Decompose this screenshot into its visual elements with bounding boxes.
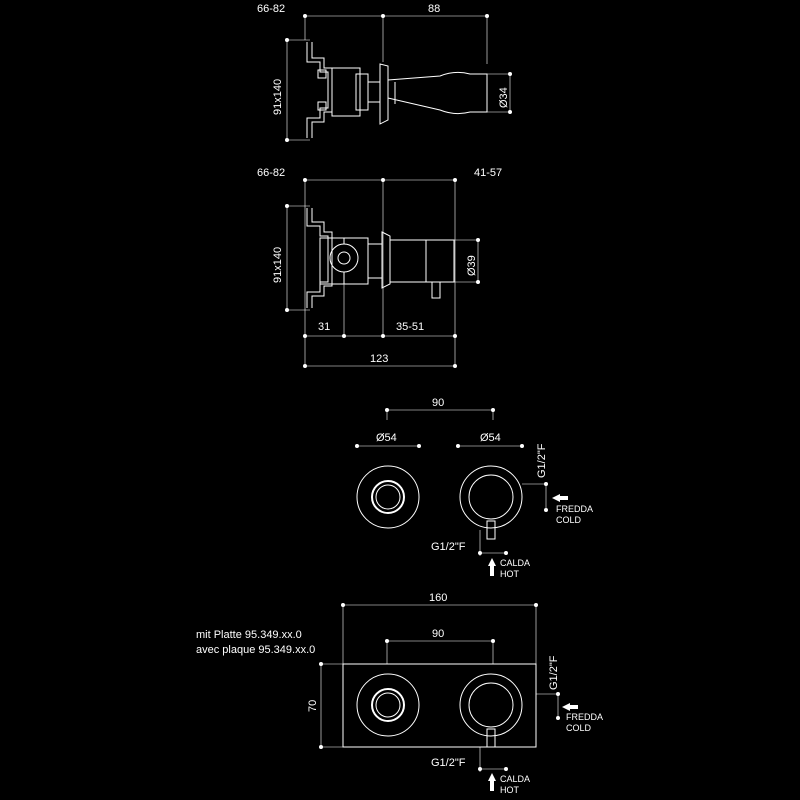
dim-spacing-label-4: 90 [432, 628, 444, 640]
dim-box-height-2 [285, 204, 310, 312]
left-rosette-4 [356, 673, 420, 737]
wall-plate-2 [381, 231, 391, 289]
dim-line-top-2 [303, 178, 457, 366]
arrow-left-icon [562, 703, 578, 711]
dim-box-label-2: 91x140 [272, 247, 284, 283]
dim-diameter-label-2: Ø39 [466, 255, 478, 276]
arrow-left-icon [552, 494, 568, 502]
cold-en-label-4: COLD [566, 723, 592, 733]
dim-spacing-label-3: 90 [432, 397, 444, 409]
hot-it-label-4: CALDA [500, 774, 530, 784]
dim-handle-label: 41-57 [474, 167, 502, 179]
dim-depth-label: 66-82 [257, 3, 285, 15]
thread-bottom-label-3: G1/2"F [431, 541, 466, 553]
arrow-up-icon [488, 773, 496, 791]
valve-port [329, 243, 359, 273]
side-view-spout: 66-82 88 91x140 [257, 3, 512, 142]
right-lever [486, 520, 496, 540]
valve-port-inner [337, 251, 351, 265]
wall-bracket-2 [306, 208, 329, 308]
left-knob-inner [375, 484, 401, 510]
bracket-screw-bottom [317, 101, 327, 111]
dim-depth-label-2: 66-82 [257, 167, 285, 179]
dim-length-label: 88 [428, 3, 440, 15]
wall-bracket-inner-2 [311, 208, 333, 308]
valve-stem [367, 81, 381, 103]
hot-en-label-4: HOT [500, 785, 520, 795]
dim-spacing-4 [385, 639, 495, 664]
dim-diameter-label: Ø34 [498, 87, 510, 108]
bracket-screw-top [317, 69, 327, 79]
right-rosette [459, 465, 523, 529]
dim-line-bottom-2 [303, 284, 457, 368]
wall-bracket [306, 42, 329, 138]
left-rosette [356, 465, 420, 529]
thread-side-label-4: G1/2"F [548, 655, 560, 690]
handle-lever [431, 281, 441, 299]
front-view-plate: mit Platte 95.349.xx.0 avec plaque 95.34… [196, 592, 603, 795]
valve-body [331, 67, 361, 117]
handle-sleeve [389, 239, 427, 283]
arrow-up-icon [488, 558, 496, 576]
dim-b-label: 35-51 [396, 321, 424, 333]
dim-left-diameter [355, 444, 421, 448]
hot-en-label-3: HOT [500, 569, 520, 579]
dim-thread-bottom-3 [478, 530, 508, 556]
right-knob [468, 474, 514, 520]
cold-it-label-4: FREDDA [566, 712, 603, 722]
dim-box-label: 91x140 [272, 79, 284, 115]
dim-thread-side-4 [536, 692, 560, 720]
handle-cap [425, 239, 455, 283]
dim-total-label: 123 [370, 353, 388, 365]
dim-width-4 [341, 603, 538, 664]
note-de: mit Platte 95.349.xx.0 [196, 629, 302, 641]
side-view-handle: 66-82 41-57 91x140 [257, 167, 502, 368]
right-lever-4 [486, 728, 496, 748]
dim-a-label: 31 [318, 321, 330, 333]
wall-bracket-inner [311, 42, 333, 138]
valve-neck-2 [367, 243, 383, 279]
dim-thread-side-3 [522, 482, 548, 512]
dim-right-diameter [456, 444, 524, 448]
spout [387, 71, 488, 115]
dim-line-top [303, 14, 489, 64]
dim-handle-diameter [454, 238, 480, 284]
cold-it-label-3: FREDDA [556, 504, 593, 514]
dim-height-4 [319, 662, 343, 749]
dim-box-height [285, 38, 310, 142]
front-view: 90 Ø54 Ø54 G1/2"F FREDDA [355, 397, 593, 579]
valve-neck [355, 73, 369, 111]
dim-thread-bottom-4 [478, 747, 508, 772]
dim-left-diameter-label: Ø54 [376, 432, 397, 444]
left-knob-inner-4 [375, 692, 401, 718]
left-knob [371, 480, 405, 514]
dim-width-label-4: 160 [429, 592, 447, 604]
dim-right-diameter-label: Ø54 [480, 432, 501, 444]
left-knob-4 [371, 688, 405, 722]
dim-height-label-4: 70 [307, 700, 319, 712]
wall-plate [379, 63, 389, 125]
cold-en-label-3: COLD [556, 515, 582, 525]
right-knob-4 [468, 682, 514, 728]
right-rosette-4 [459, 673, 523, 737]
hot-it-label-3: CALDA [500, 558, 530, 568]
thread-bottom-label-4: G1/2"F [431, 757, 466, 769]
dim-spout-diameter [487, 72, 512, 114]
note-fr: avec plaque 95.349.xx.0 [196, 644, 315, 656]
dim-spacing-3 [385, 408, 495, 420]
thread-side-label-3: G1/2"F [536, 443, 548, 478]
